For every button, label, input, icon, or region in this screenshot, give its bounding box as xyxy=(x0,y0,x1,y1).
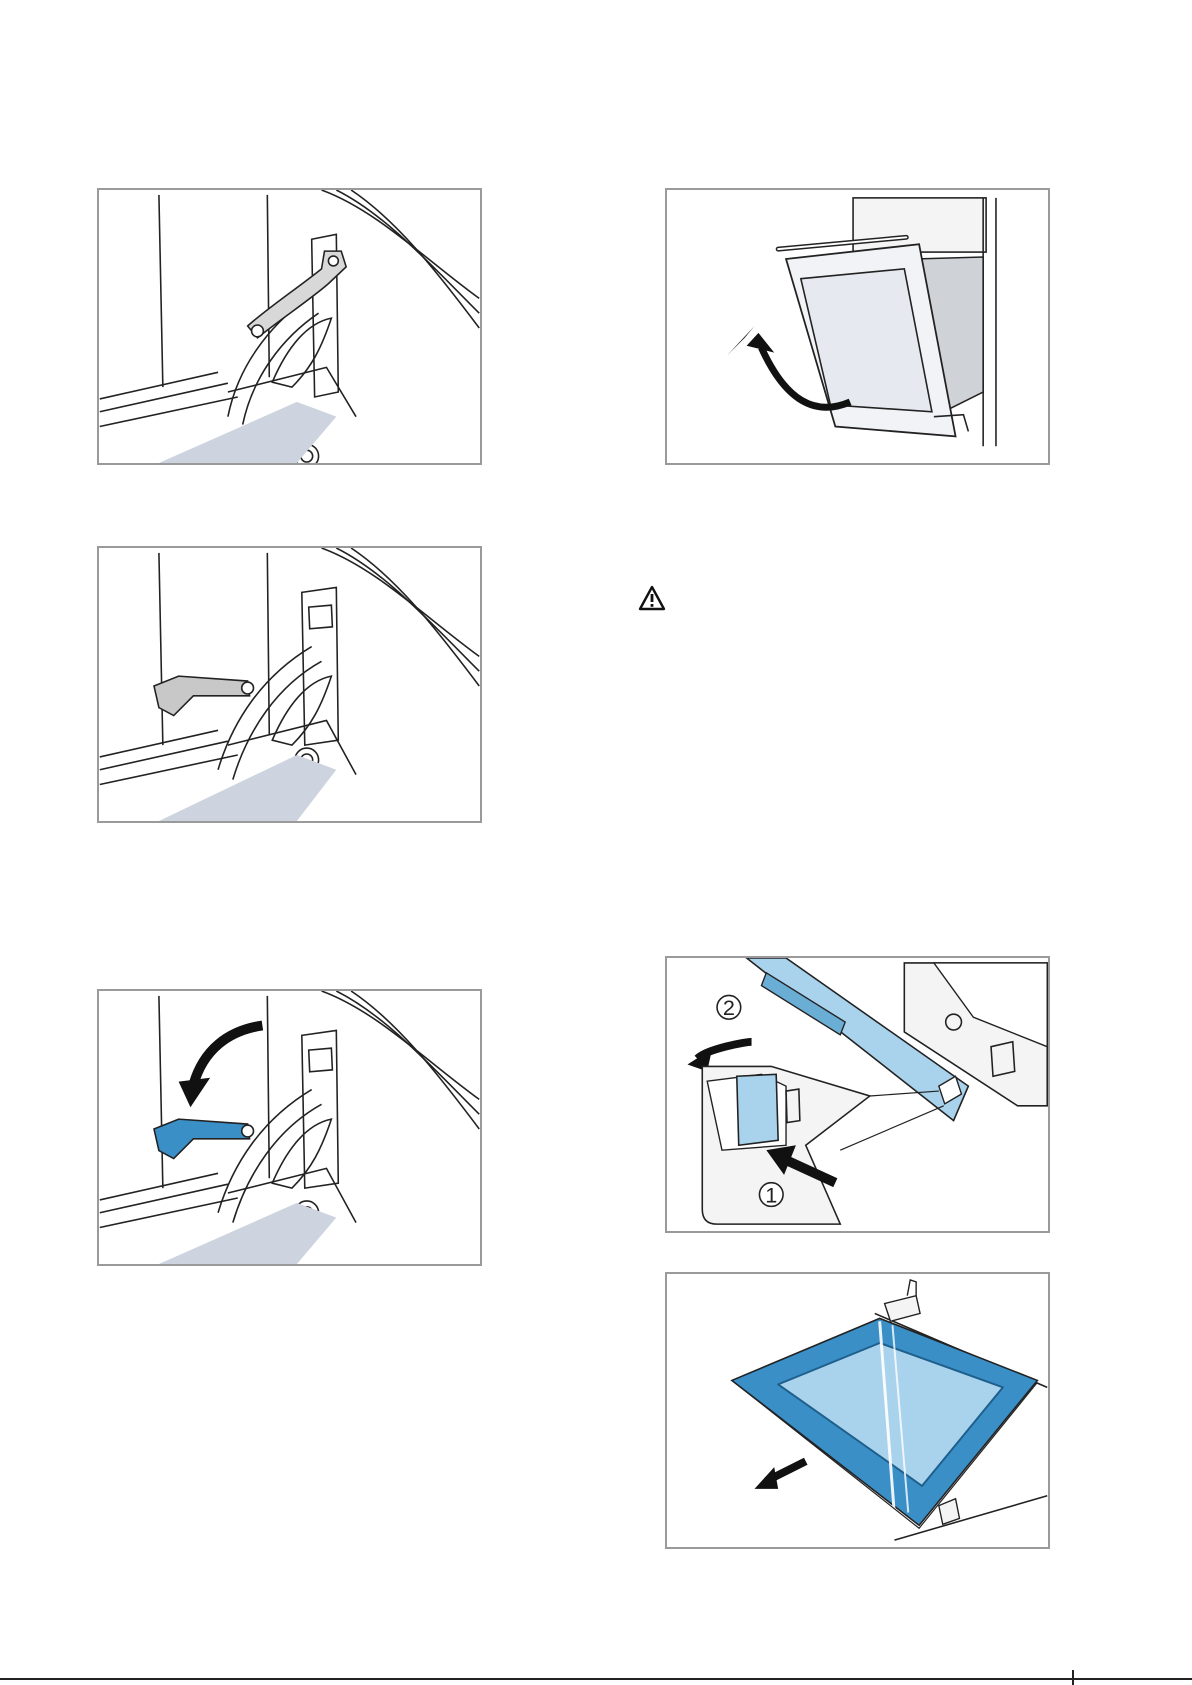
figure-glass-pane-removal xyxy=(665,1272,1050,1549)
footer-rule xyxy=(0,1678,1192,1680)
hinge-lever-fold-illustration xyxy=(99,991,480,1264)
figure-hinge-closed xyxy=(97,188,482,465)
figure-hinge-lever-open xyxy=(97,546,482,823)
footer-tick xyxy=(1072,1670,1074,1685)
figure-door-lift-off xyxy=(665,188,1050,465)
cover-strip-removal-illustration: 2 1 xyxy=(667,958,1048,1231)
glass-pane-removal-illustration xyxy=(667,1274,1048,1547)
door-lift-off-illustration xyxy=(667,190,1048,463)
callout-step-2: 2 xyxy=(723,995,735,1020)
hinge-closed-illustration xyxy=(99,190,480,463)
figure-cover-strip-removal: 2 1 xyxy=(665,956,1050,1233)
callout-step-1: 1 xyxy=(765,1182,777,1207)
figure-hinge-lever-fold xyxy=(97,989,482,1266)
hinge-lever-open-illustration xyxy=(99,548,480,821)
warning-triangle-icon xyxy=(638,585,666,611)
